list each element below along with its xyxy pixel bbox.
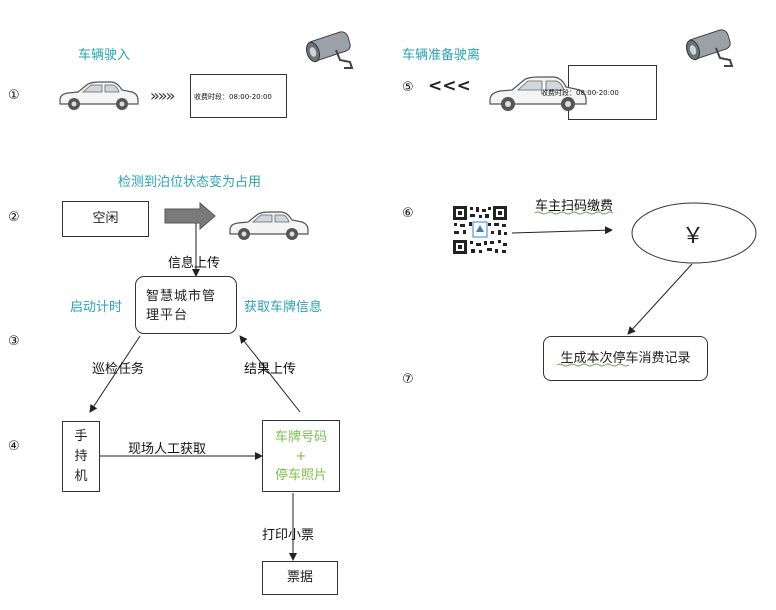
platform-line-1: 智慧城市管: [146, 289, 217, 304]
step-3-number: ③: [8, 334, 20, 349]
enter-chevrons: »»»: [150, 86, 175, 105]
handheld-char-3: 机: [74, 469, 88, 484]
scan-pay-underline: [535, 211, 614, 215]
idle-status-box: 空闲: [62, 201, 149, 237]
step-1-number: ①: [8, 88, 20, 103]
print-receipt-label: 打印小票: [262, 528, 315, 543]
info-upload-label: 信息上传: [168, 256, 221, 271]
qr-code-icon: [452, 205, 508, 255]
smart-city-platform-box: 智慧城市管 理平台: [135, 276, 237, 334]
platform-line-2: 理平台: [146, 308, 189, 323]
step-2-title: 检测到泊位状态变为占用: [118, 175, 262, 190]
step-7-number: ⑦: [402, 372, 414, 387]
fee-time-text: 收费时段：08:00-20:00: [194, 93, 272, 101]
camera-icon-exit: [686, 29, 734, 67]
scan-pay-arrow: [511, 226, 613, 235]
consumption-record-label: 生成本次停车消费记录: [560, 351, 691, 366]
yen-icon: ￥: [682, 224, 705, 249]
receipt-label: 票据: [286, 570, 313, 585]
handheld-char-1: 手: [74, 429, 88, 444]
gray-block-arrow: [164, 201, 216, 231]
parking-photo-label: 停车照片: [274, 468, 327, 483]
step-5-title: 车辆准备驶离: [402, 48, 481, 63]
car-icon-parked: [229, 211, 309, 240]
step-1-title: 车辆驶入: [78, 48, 131, 63]
manual-acquire-label: 现场人工获取: [128, 442, 207, 457]
get-plate-label: 获取车牌信息: [244, 300, 323, 315]
leave-chevrons: <<<: [428, 76, 471, 96]
step-6-number: ⑥: [402, 206, 414, 221]
car-icon-exit: [489, 76, 587, 111]
record-underline: [557, 363, 629, 367]
result-upload-label: 结果上传: [244, 362, 297, 377]
consumption-record-box: 生成本次停车消费记录: [543, 336, 708, 381]
plus-sign: +: [295, 449, 307, 464]
plate-photo-box: 车牌号码 + 停车照片: [262, 420, 340, 492]
step-5-number: ⑤: [402, 80, 414, 95]
fee-time-text-exit: 收费时段：08:00-20:00: [541, 89, 619, 97]
car-icon: [59, 81, 139, 110]
scan-pay-label: 车主扫码缴费: [535, 199, 614, 214]
camera-icon: [306, 31, 354, 69]
payment-ellipse: [631, 202, 757, 264]
receipt-box: 票据: [262, 561, 338, 595]
step-4-number: ④: [8, 439, 20, 454]
idle-status-label: 空闲: [92, 211, 119, 226]
patrol-task-label: 巡检任务: [92, 362, 145, 377]
handheld-device-box: 手 持 机: [62, 421, 100, 492]
step-2-number: ②: [8, 210, 20, 225]
handheld-char-2: 持: [74, 449, 88, 464]
record-arrow: [627, 263, 693, 335]
plate-number-label: 车牌号码: [274, 430, 327, 445]
fee-time-sign: 收费时段：08:00-20:00: [190, 74, 287, 118]
start-timing-label: 启动计时: [70, 300, 123, 315]
